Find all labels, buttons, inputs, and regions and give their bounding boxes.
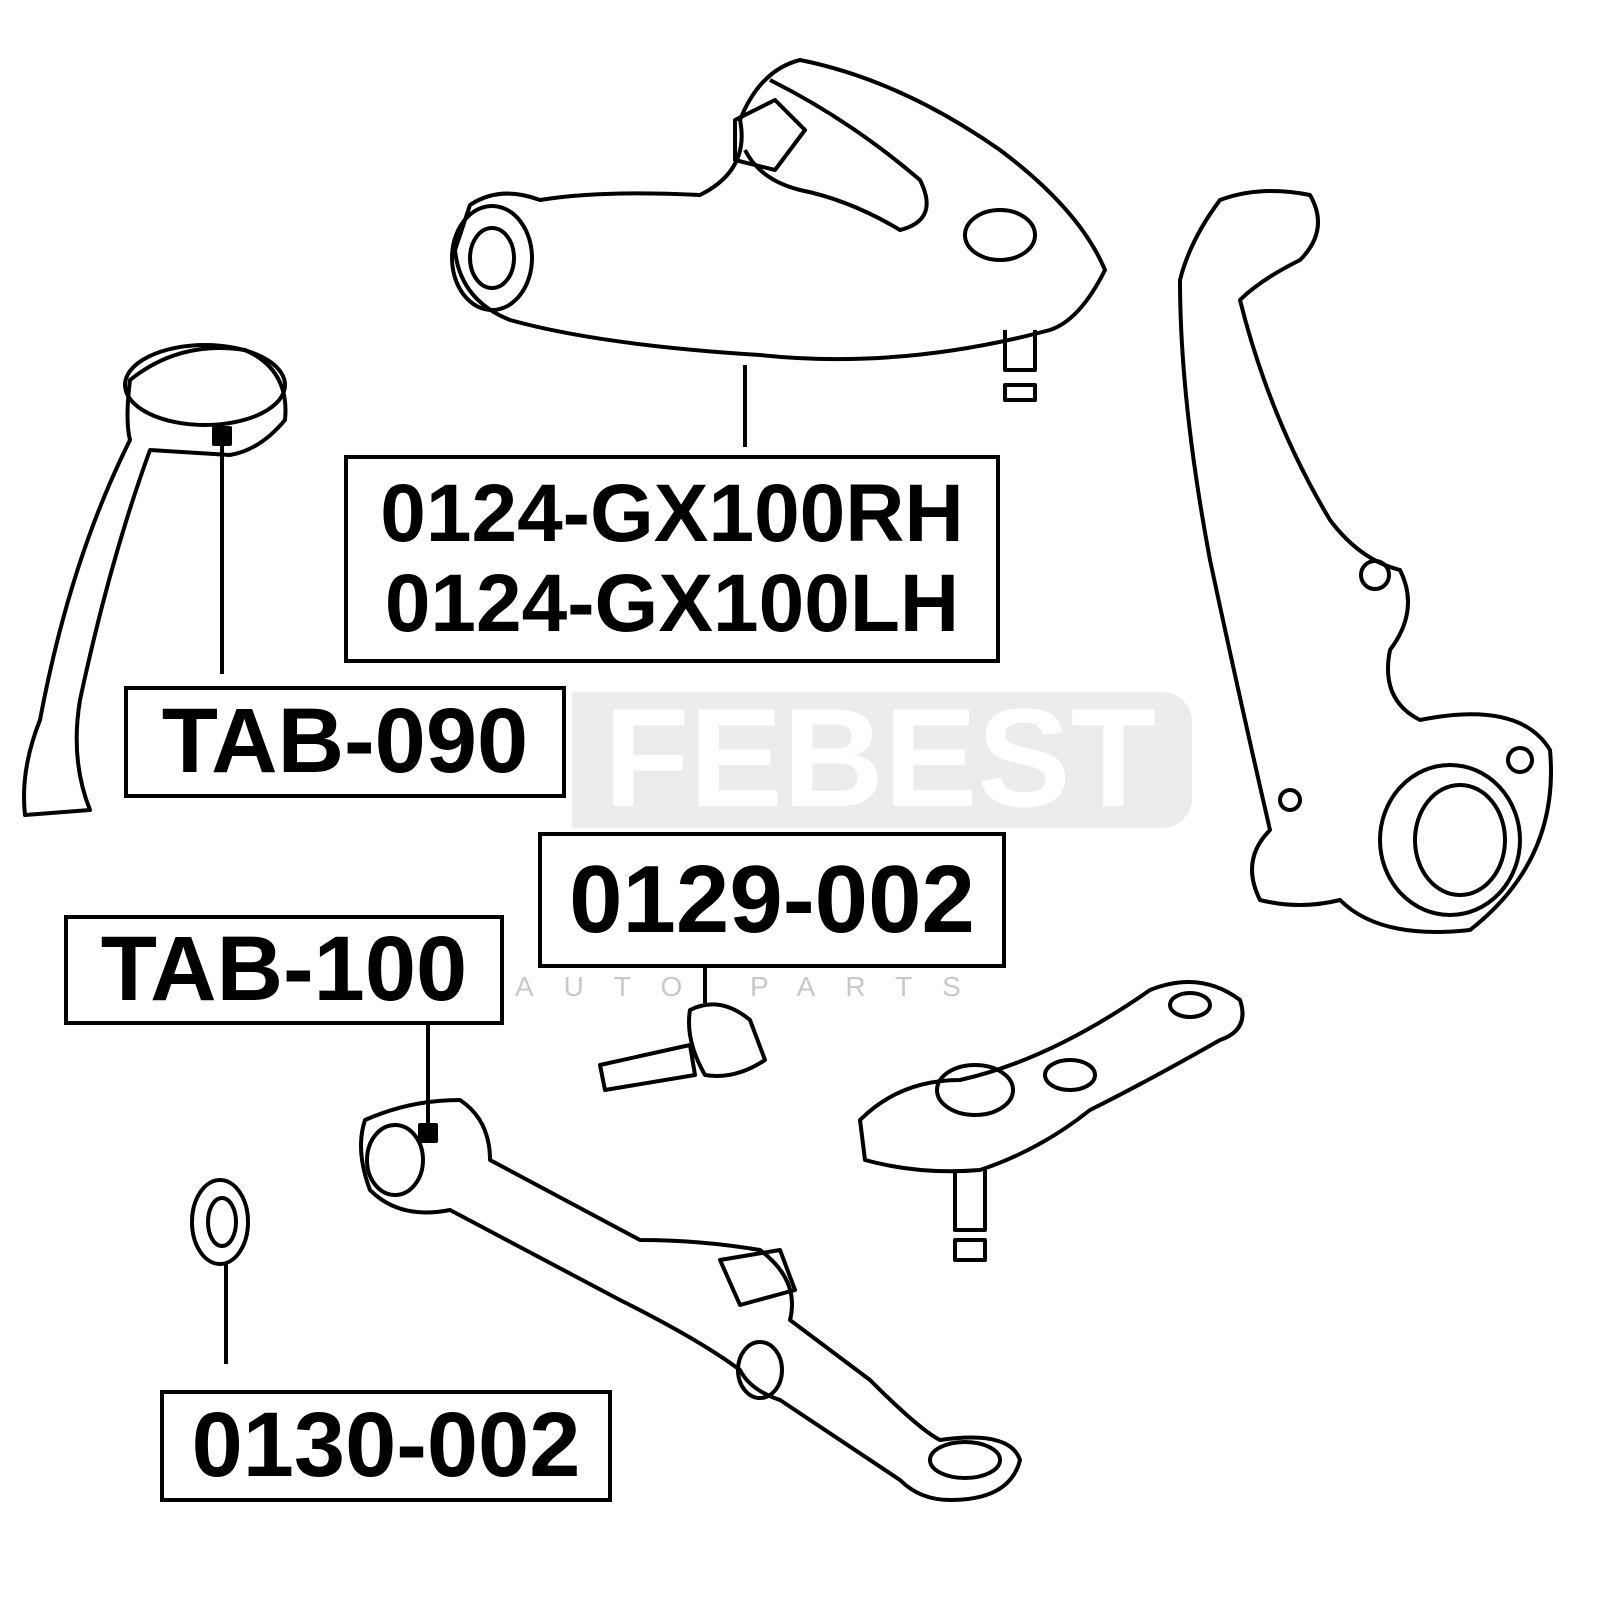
watermark-brand: FEBEST [603,679,1157,836]
leader-line-upper-arm [743,365,747,447]
part-number-bushing: 0130-002 [191,1394,581,1497]
part-number-tab100: TAB-100 [100,918,468,1021]
label-bolt: 0129-002 [538,832,1006,968]
part-number-tab090: TAB-090 [161,690,529,793]
label-upper-arm: 0124-GX100RH 0124-GX100LH [344,455,1000,663]
steering-knuckle [1178,189,1553,934]
label-tab100: TAB-100 [64,915,504,1025]
tab090-arm [22,343,288,817]
upper-control-arm [450,58,1107,402]
part-number-bolt: 0129-002 [569,846,975,954]
leader-line-bolt [703,948,707,1003]
leader-line-tab100 [426,1003,430,1133]
watermark-background [572,692,1192,828]
part-number-lh: 0124-GX100LH [384,558,960,649]
watermark-tagline: AUTO PARTS [515,971,991,1002]
leader-line-bushing [224,1262,228,1364]
bushing-0130 [190,1178,250,1266]
lower-control-arm [359,1098,1022,1502]
part-number-rh: 0124-GX100RH [380,467,964,559]
label-tab090: TAB-090 [124,686,566,798]
label-bushing: 0130-002 [160,1390,612,1502]
ball-joint [858,980,1245,1262]
bolt [598,1002,767,1092]
leader-line-tab090 [220,440,224,674]
